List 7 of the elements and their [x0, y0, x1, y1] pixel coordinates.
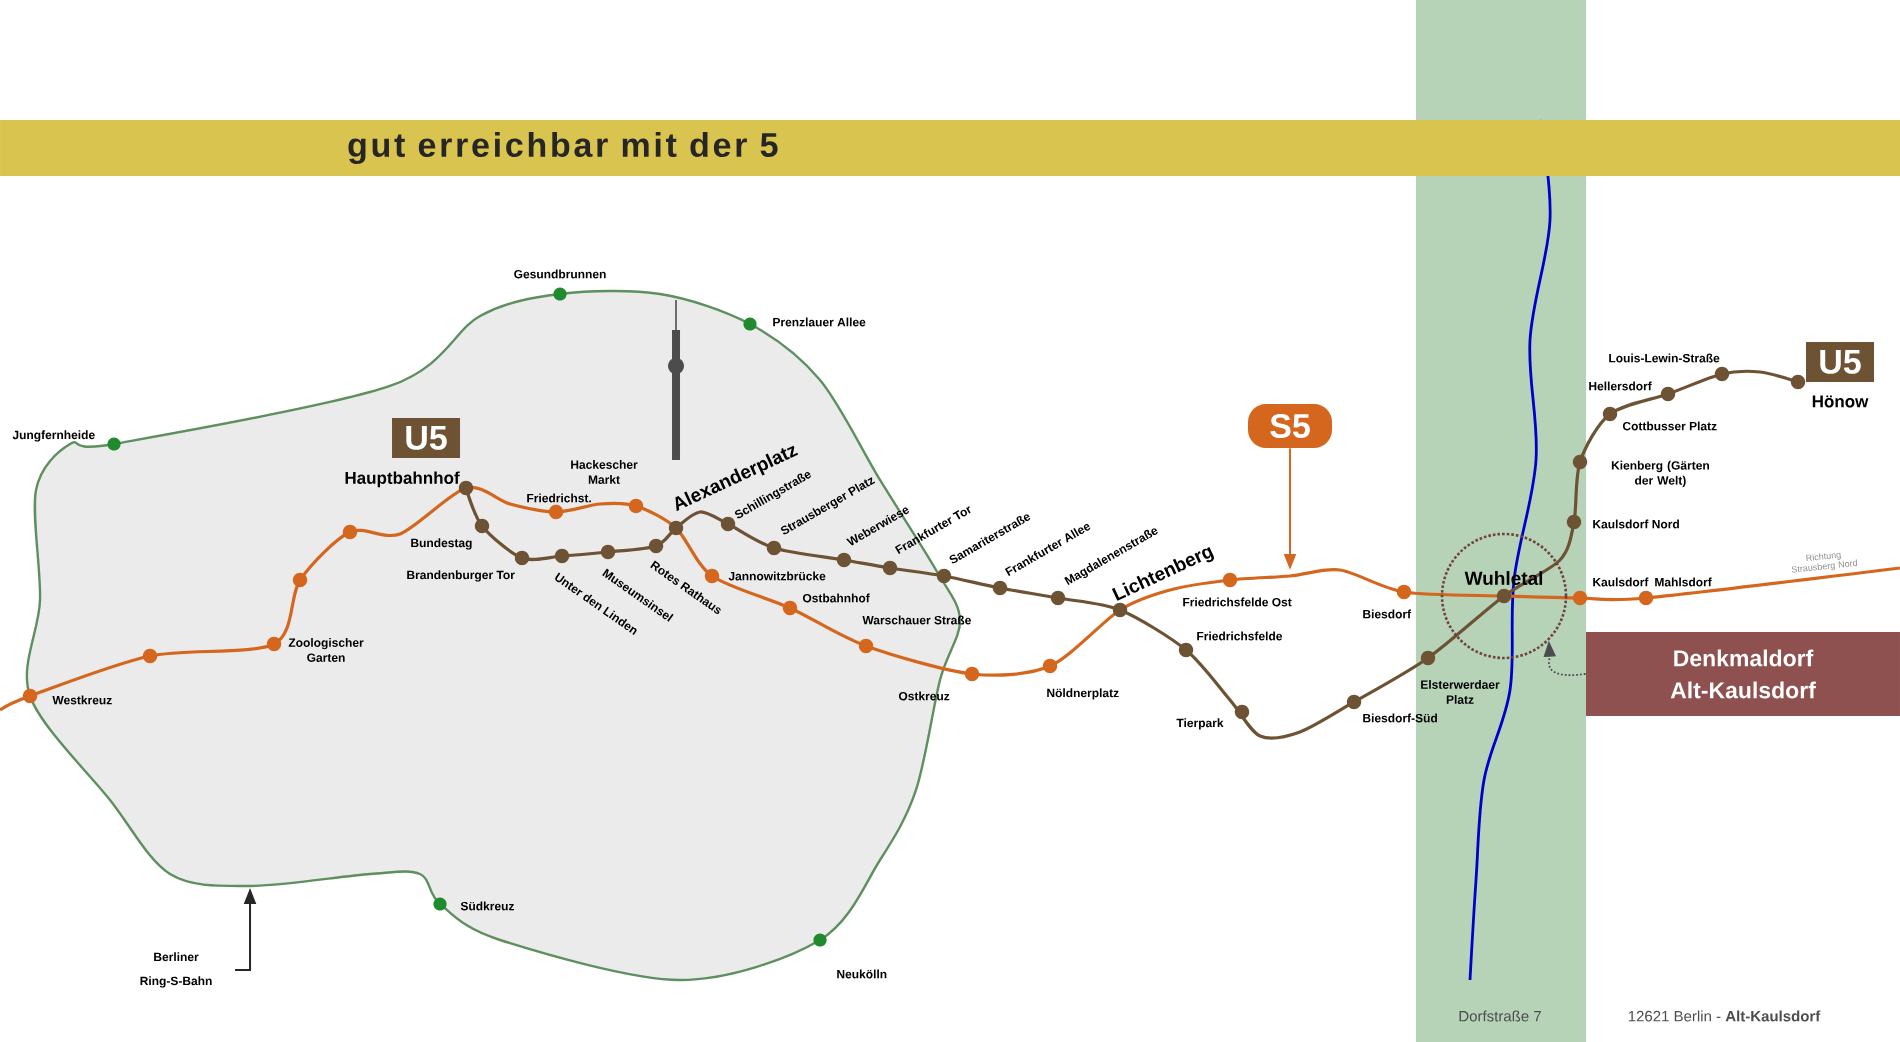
station-name: Hauptbahnhof	[345, 471, 460, 488]
station-name: Hönow	[1812, 395, 1869, 408]
callout-box: Denkmaldorf Alt-Kaulsdorf	[1586, 632, 1900, 716]
line-badge: U5	[1806, 342, 1874, 382]
line-badge: S5	[1248, 404, 1332, 448]
line-badge: U5	[392, 418, 460, 458]
title-banner: gut erreichbar mit der 5	[0, 120, 1900, 176]
